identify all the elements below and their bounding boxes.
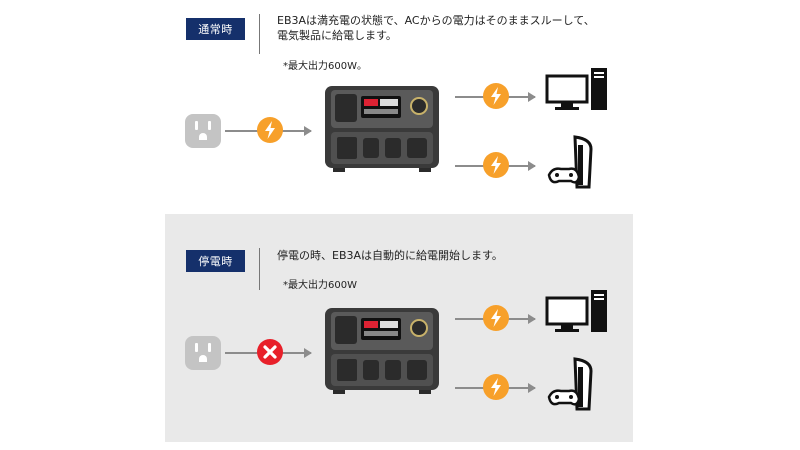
desktop-pc-icon xyxy=(545,68,607,110)
wall-outlet-icon xyxy=(185,114,221,148)
normal-panel: 通常時 EB3Aは満充電の状態で、ACからの電力はそのままスルーして、 電気製品… xyxy=(165,0,633,205)
outage-panel: 停電時 停電の時、EB3Aは自動的に給電開始します。 *最大出力600W xyxy=(165,214,633,442)
cross-icon xyxy=(257,339,283,365)
wall-outlet-icon xyxy=(185,336,221,370)
outage-description-line1: 停電の時、EB3Aは自動的に給電開始します。 xyxy=(277,249,503,262)
normal-note: *最大出力600W。 xyxy=(283,61,367,72)
outage-note: *最大出力600W xyxy=(283,280,357,291)
lightning-bolt-icon xyxy=(483,152,509,178)
lightning-bolt-icon xyxy=(257,117,283,143)
divider-line xyxy=(259,248,260,290)
outage-badge: 停電時 xyxy=(186,250,245,272)
normal-description-line1: EB3Aは満充電の状態で、ACからの電力はそのままスルーして、 xyxy=(277,14,595,27)
normal-description: EB3Aは満充電の状態で、ACからの電力はそのままスルーして、 電気製品に給電し… xyxy=(277,13,617,43)
lightning-bolt-icon xyxy=(483,374,509,400)
desktop-pc-icon xyxy=(545,290,607,332)
game-console-icon xyxy=(547,357,593,411)
power-station-icon xyxy=(325,308,439,394)
outage-description: 停電の時、EB3Aは自動的に給電開始します。 xyxy=(277,248,617,263)
divider-line xyxy=(259,14,260,54)
lightning-bolt-icon xyxy=(483,305,509,331)
lightning-bolt-icon xyxy=(483,83,509,109)
normal-description-line2: 電気製品に給電します。 xyxy=(277,29,397,42)
normal-badge: 通常時 xyxy=(186,18,245,40)
game-console-icon xyxy=(547,135,593,189)
power-station-icon xyxy=(325,86,439,172)
